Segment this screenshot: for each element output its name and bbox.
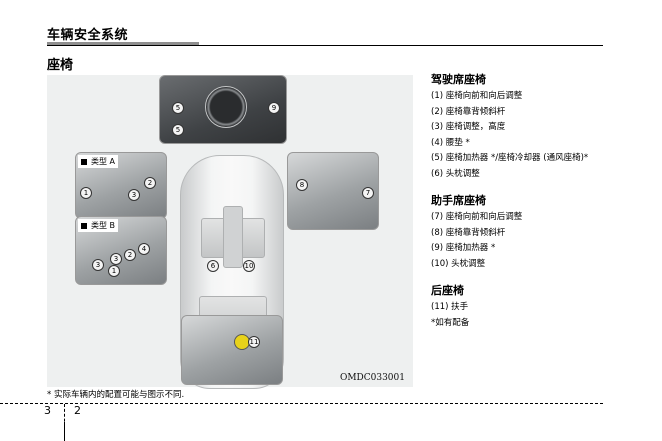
square-bullet-icon (81, 222, 87, 229)
legend-group-title: 助手席座椅 (431, 194, 486, 207)
callout-3a: 3 (92, 259, 104, 271)
chapter-title: 车辆安全系统 (47, 28, 129, 43)
legend-item: (6) 头枕调整 (431, 168, 480, 179)
type-b-label: 类型 B (78, 219, 119, 232)
page-number: 2 (74, 404, 81, 417)
callout-6: 6 (207, 260, 219, 272)
legend-item: (5) 座椅加热器 */座椅冷却器 (通风座椅)* (431, 153, 589, 163)
figure-code: OMDC033001 (339, 373, 405, 383)
driver-seat-type-a-panel: 类型 A 1 2 3 (75, 152, 167, 219)
driver-seat (201, 218, 227, 258)
callout-3b: 3 (110, 253, 122, 265)
legend-group-driver: 驾驶席座椅 (1) 座椅向前和向后调整 (2) 座椅靠背倾斜杆 (3) 座椅调整… (431, 72, 631, 182)
driver-seat-type-b-panel: 类型 B 1 2 3 3 4 (75, 216, 167, 285)
footer-rule (0, 403, 603, 404)
callout-1: 1 (80, 187, 92, 199)
legend-group-title: 驾驶席座椅 (431, 73, 486, 86)
callout-8: 8 (296, 179, 308, 191)
type-a-label: 类型 A (78, 155, 119, 168)
chapter-title-underline-bar (47, 42, 199, 46)
legend: 驾驶席座椅 (1) 座椅向前和向后调整 (2) 座椅靠背倾斜杆 (3) 座椅调整… (431, 72, 631, 342)
callout-4: 4 (138, 243, 150, 255)
legend-item: (4) 腰垫 * (431, 137, 470, 148)
legend-item: (2) 座椅靠背倾斜杆 (431, 106, 506, 117)
page-number-separator-solid (64, 422, 65, 441)
figure-caption: * 实际车辆内的配置可能与图示不同. (47, 390, 185, 400)
callout-3: 3 (128, 189, 140, 201)
passenger-seat-panel: 8 7 (287, 152, 379, 230)
callout-2: 2 (144, 177, 156, 189)
legend-group-title: 后座椅 (431, 284, 464, 297)
rear-armrest-panel: 11 (181, 315, 283, 385)
climate-console-panel: 5 5 9 (159, 75, 287, 144)
legend-item: (11) 扶手 (431, 302, 469, 312)
callout-2: 2 (124, 249, 136, 261)
legend-item: (7) 座椅向前和向后调整 (431, 212, 523, 222)
section-title: 座椅 (47, 58, 74, 73)
legend-group-rear: 后座椅 (11) 扶手 *如有配备 (431, 283, 631, 331)
callout-10: 10 (243, 260, 255, 272)
legend-item: (1) 座椅向前和向后调整 (431, 91, 523, 101)
callout-5b: 5 (172, 124, 184, 136)
header-rule (47, 45, 603, 46)
callout-7: 7 (362, 187, 374, 199)
legend-group-passenger: 助手席座椅 (7) 座椅向前和向后调整 (8) 座椅靠背倾斜杆 (9) 座椅加热… (431, 193, 631, 272)
chapter-number: 3 (44, 404, 51, 417)
callout-5a: 5 (172, 102, 184, 114)
square-bullet-icon (81, 158, 87, 165)
legend-item: (3) 座椅调整，高度 (431, 122, 506, 132)
seat-diagram-figure: 6 10 5 5 9 类型 A 1 2 3 类型 B 1 2 3 3 4 8 7… (47, 75, 413, 389)
legend-item: (9) 座椅加热器 * (431, 243, 496, 253)
callout-11: 11 (248, 336, 260, 348)
climate-dial (205, 86, 247, 128)
callout-1: 1 (108, 265, 120, 277)
center-console (223, 206, 243, 268)
legend-item: (8) 座椅靠背倾斜杆 (431, 227, 506, 238)
callout-9: 9 (268, 102, 280, 114)
legend-footnote: *如有配备 (431, 317, 470, 328)
legend-item: (10) 头枕调整 (431, 258, 486, 269)
